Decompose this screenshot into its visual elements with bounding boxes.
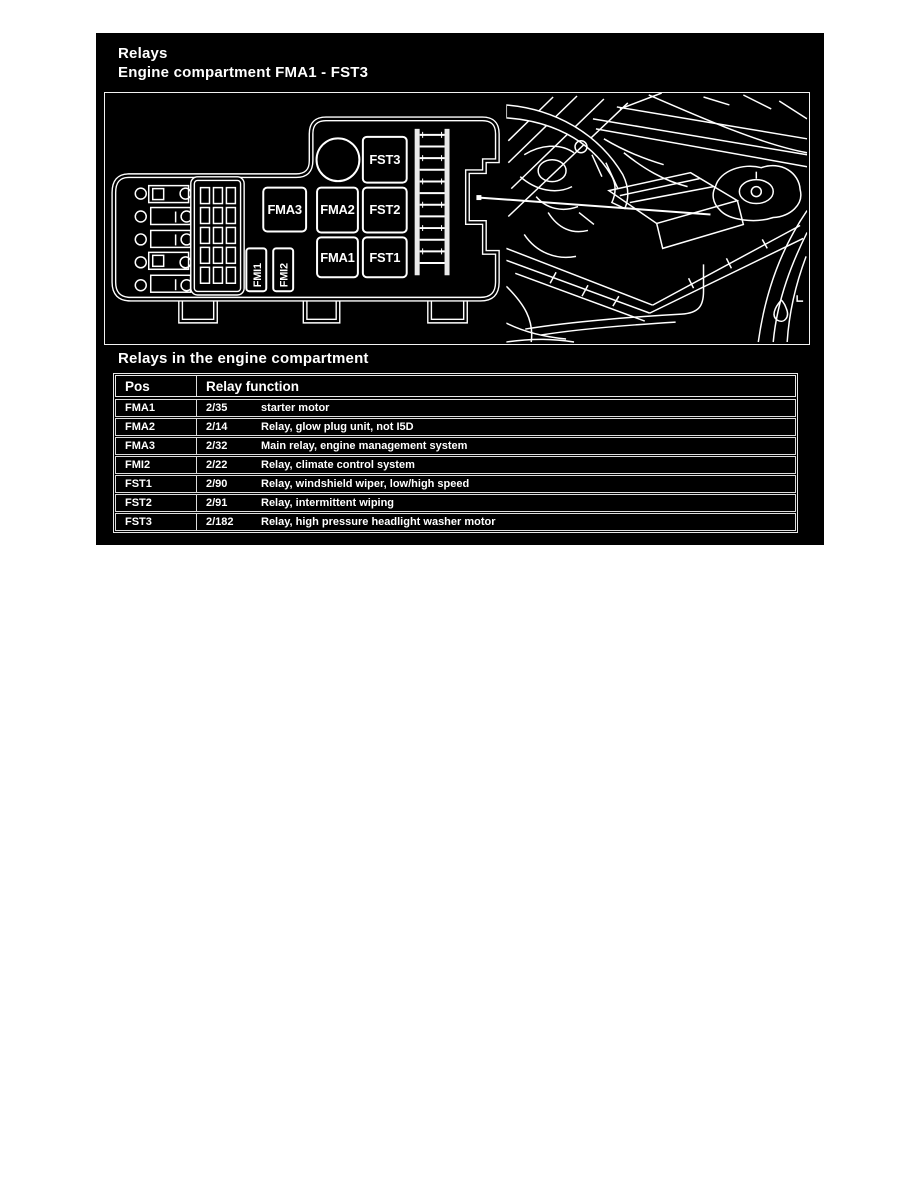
relay-socket-fst2 bbox=[361, 186, 408, 234]
hose bbox=[506, 104, 629, 210]
relay-label-fmi1: FMI1 bbox=[252, 263, 264, 287]
cell-function: Relay, high pressure headlight washer mo… bbox=[261, 516, 496, 528]
cell-code: 2/32 bbox=[206, 440, 228, 452]
table-row: FST1 2/90 Relay, windshield wiper, low/hi… bbox=[115, 475, 796, 493]
page-title: Relays bbox=[118, 45, 168, 62]
connector-pins bbox=[199, 186, 237, 284]
cell-function: Main relay, engine management system bbox=[261, 440, 468, 452]
column-header-relay-function: Relay function bbox=[206, 378, 300, 394]
cell-pos: FMA2 bbox=[116, 419, 197, 435]
round-socket bbox=[315, 137, 361, 183]
table-header-row: Pos Relay function bbox=[115, 375, 796, 397]
relay-sockets bbox=[245, 135, 408, 293]
section-heading: Relays in the engine compartment bbox=[118, 350, 369, 367]
relay-label-fma3: FMA3 bbox=[267, 202, 301, 217]
cell-code: 2/90 bbox=[206, 478, 228, 490]
relay-labels: FST3 FMA3 FMA2 FST2 FMA1 FST1 FMI1 FMI2 bbox=[252, 152, 401, 287]
diagram-box: FST3 FMA3 FMA2 FST2 FMA1 FST1 FMI1 FMI2 bbox=[104, 92, 810, 345]
relay-label-fst3: FST3 bbox=[369, 152, 400, 167]
table-row: FMA1 2/35 starter motor bbox=[115, 399, 796, 417]
cell-function: Relay, climate control system bbox=[261, 459, 415, 471]
cell-pos: FMA3 bbox=[116, 438, 197, 454]
cell-function: Relay, glow plug unit, not I5D bbox=[261, 421, 414, 433]
cell-code: 2/14 bbox=[206, 421, 228, 433]
relay-socket-fma3 bbox=[262, 186, 308, 233]
pointer-line bbox=[476, 195, 711, 216]
relay-location-figure: FST3 FMA3 FMA2 FST2 FMA1 FST1 FMI1 FMI2 bbox=[111, 93, 808, 343]
fuse-strip bbox=[414, 128, 450, 276]
fuse-holder-stack bbox=[147, 184, 193, 293]
relay-table: Pos Relay function FMA1 2/35 starter moto… bbox=[113, 373, 798, 533]
relay-label-fmi2: FMI2 bbox=[279, 263, 291, 287]
relay-box-outline bbox=[111, 116, 500, 302]
relay-socket-fma2 bbox=[316, 186, 359, 234]
relay-socket-fmi1 bbox=[245, 247, 268, 293]
table-row: FMI2 2/22 Relay, climate control system bbox=[115, 456, 796, 474]
title-block: Relays Engine compartment FMA1 - FST3 bbox=[118, 44, 368, 82]
cell-code: 2/91 bbox=[206, 497, 228, 509]
relay-label-fma1: FMA1 bbox=[320, 250, 354, 265]
relay-label-fst1: FST1 bbox=[369, 250, 400, 265]
cell-pos: FST3 bbox=[116, 514, 197, 530]
mounting-tabs bbox=[178, 298, 468, 324]
cell-function: starter motor bbox=[261, 402, 330, 414]
cell-pos: FST1 bbox=[116, 476, 197, 492]
relay-socket-fst3 bbox=[361, 135, 408, 184]
table-row: FMA2 2/14 Relay, glow plug unit, not I5D bbox=[115, 418, 796, 436]
relay-label-fst2: FST2 bbox=[369, 202, 400, 217]
table-row: FMA3 2/32 Main relay, engine management s… bbox=[115, 437, 796, 455]
relay-label-fma2: FMA2 bbox=[320, 202, 354, 217]
page-subtitle: Engine compartment FMA1 - FST3 bbox=[118, 64, 369, 81]
manual-panel: Relays Engine compartment FMA1 - FST3 bbox=[96, 33, 824, 545]
engine-compartment-art bbox=[506, 93, 808, 343]
cell-pos: FST2 bbox=[116, 495, 197, 511]
relay-socket-fma1 bbox=[316, 236, 359, 279]
column-header-pos: Pos bbox=[116, 376, 197, 396]
cell-code: 2/22 bbox=[206, 459, 228, 471]
relay-socket-fmi2 bbox=[272, 247, 295, 293]
cell-function: Relay, intermittent wiping bbox=[261, 497, 395, 509]
screw-holes bbox=[134, 187, 147, 292]
table-row: FST3 2/182 Relay, high pressure headlight… bbox=[115, 513, 796, 531]
table-row: FST2 2/91 Relay, intermittent wiping bbox=[115, 494, 796, 512]
cell-function: Relay, windshield wiper, low/high speed bbox=[261, 478, 470, 490]
cell-pos: FMA1 bbox=[116, 400, 197, 416]
relay-box-art: FST3 FMA3 FMA2 FST2 FMA1 FST1 FMI1 FMI2 bbox=[111, 116, 500, 324]
connector-block bbox=[190, 176, 245, 296]
cell-code: 2/182 bbox=[206, 516, 234, 528]
cell-code: 2/35 bbox=[206, 402, 228, 414]
relay-socket-fst1 bbox=[361, 236, 408, 279]
cell-pos: FMI2 bbox=[116, 457, 197, 473]
